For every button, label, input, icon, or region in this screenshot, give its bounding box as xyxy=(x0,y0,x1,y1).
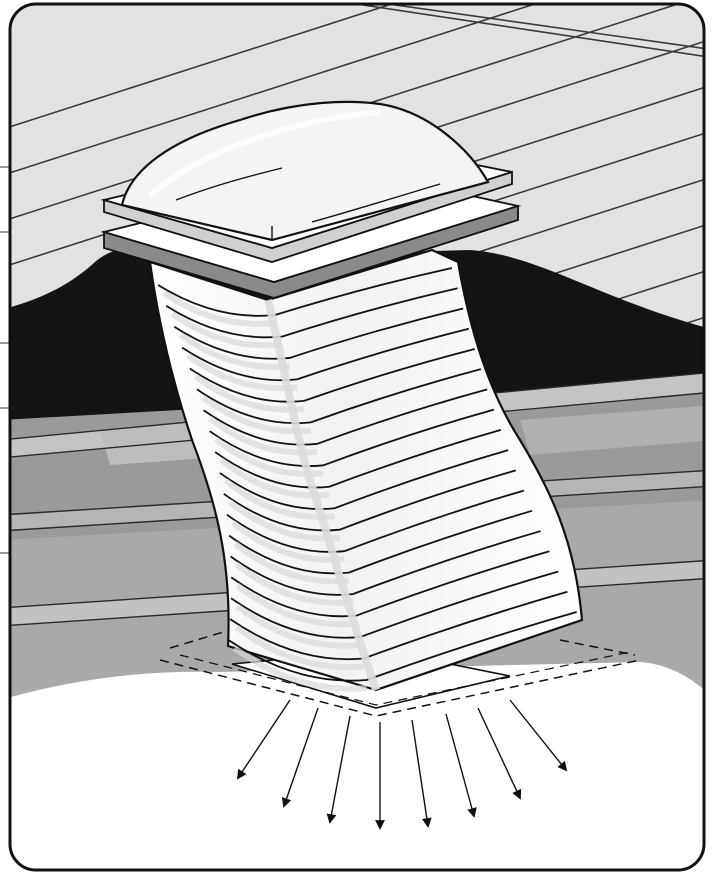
skylight-illustration xyxy=(0,0,715,878)
illustration-canvas xyxy=(0,0,715,878)
